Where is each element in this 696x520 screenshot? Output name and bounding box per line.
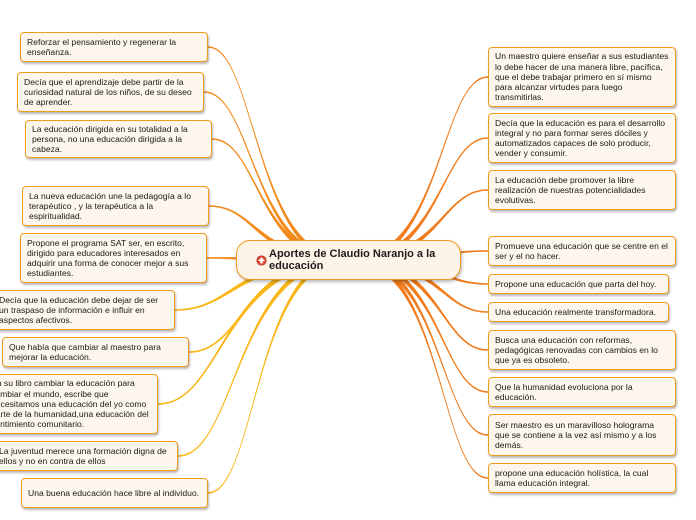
left-node-2[interactable]: Decía que el aprendizaje debe partir de … xyxy=(17,72,204,112)
node-text: La educación debe promover la libre real… xyxy=(495,174,646,206)
mindmap-icon xyxy=(256,255,267,266)
node-text: La educación dirigida en su totalidad a … xyxy=(32,123,188,155)
left-node-7[interactable]: Que había que cambiar al maestro para me… xyxy=(2,337,189,367)
left-node-4[interactable]: La nueva educación une la pedagogía a lo… xyxy=(22,186,209,226)
node-text: Busca una educación con reformas, pedagó… xyxy=(495,334,658,366)
right-node-10[interactable]: propone una educación holística, la cual… xyxy=(488,463,676,493)
branch-link xyxy=(204,91,344,264)
branch-link xyxy=(178,256,344,457)
right-node-9[interactable]: Ser maestro es un maravilloso holograma … xyxy=(488,414,676,456)
node-text: propone una educación holística, la cual… xyxy=(495,467,649,488)
right-node-2[interactable]: Decía que la educación es para el desarr… xyxy=(488,113,676,163)
node-text: Una buena educación hace libre al indivi… xyxy=(28,487,200,498)
node-text: Que había que cambiar al maestro para me… xyxy=(9,341,161,362)
left-node-10[interactable]: Una buena educación hace libre al indivi… xyxy=(21,478,208,508)
node-text: Propone el programa SAT ser, en escrito,… xyxy=(27,237,189,279)
right-node-7[interactable]: Busca una educación con reformas, pedagó… xyxy=(488,330,676,370)
node-text: Propone una educación que parta del hoy. xyxy=(495,278,657,289)
node-text: Decía que la educación es para el desarr… xyxy=(495,117,666,159)
node-text: Un maestro quiere enseñar a sus estudian… xyxy=(495,51,669,103)
node-text: Una educación realmente transformadora. xyxy=(495,306,656,317)
right-node-8[interactable]: Que la humanidad evoluciona por la educa… xyxy=(488,377,676,407)
left-node-9[interactable]: La juventud merece una formación digna d… xyxy=(0,441,178,471)
branch-link xyxy=(354,256,488,436)
node-text: Que la humanidad evoluciona por la educa… xyxy=(495,381,633,402)
right-node-1[interactable]: Un maestro quiere enseñar a sus estudian… xyxy=(488,47,676,107)
node-text: Ser maestro es un maravilloso holograma … xyxy=(495,419,657,451)
left-node-3[interactable]: La educación dirigida en su totalidad a … xyxy=(25,120,212,158)
node-text: Decía que la educación debe dejar de ser… xyxy=(0,294,159,326)
left-node-5[interactable]: Propone el programa SAT ser, en escrito,… xyxy=(20,233,207,283)
left-node-8[interactable]: En su libro cambiar la educación para ca… xyxy=(0,374,158,434)
node-text: Decía que el aprendizaje debe partir de … xyxy=(24,76,192,108)
central-title: Aportes de Claudio Naranjo a la educació… xyxy=(269,247,436,273)
branch-link xyxy=(354,76,488,264)
branch-link xyxy=(354,256,488,479)
branch-link xyxy=(208,46,344,264)
node-text: La nueva educación une la pedagogía a lo… xyxy=(29,190,191,222)
node-text: La juventud merece una formación digna d… xyxy=(0,445,167,466)
left-node-1[interactable]: Reforzar el pensamiento y regenerar la e… xyxy=(20,32,208,62)
central-topic[interactable]: Aportes de Claudio Naranjo a la educació… xyxy=(236,240,461,280)
node-text: Promueve una educación que se centre en … xyxy=(495,240,668,261)
right-node-5[interactable]: Propone una educación que parta del hoy. xyxy=(488,274,669,294)
right-node-4[interactable]: Promueve una educación que se centre en … xyxy=(488,236,676,266)
node-text: Reforzar el pensamiento y regenerar la e… xyxy=(27,36,177,57)
right-node-6[interactable]: Una educación realmente transformadora. xyxy=(488,302,669,322)
left-node-6[interactable]: Decía que la educación debe dejar de ser… xyxy=(0,290,175,330)
node-text: En su libro cambiar la educación para ca… xyxy=(0,378,149,430)
right-node-3[interactable]: La educación debe promover la libre real… xyxy=(488,170,676,210)
